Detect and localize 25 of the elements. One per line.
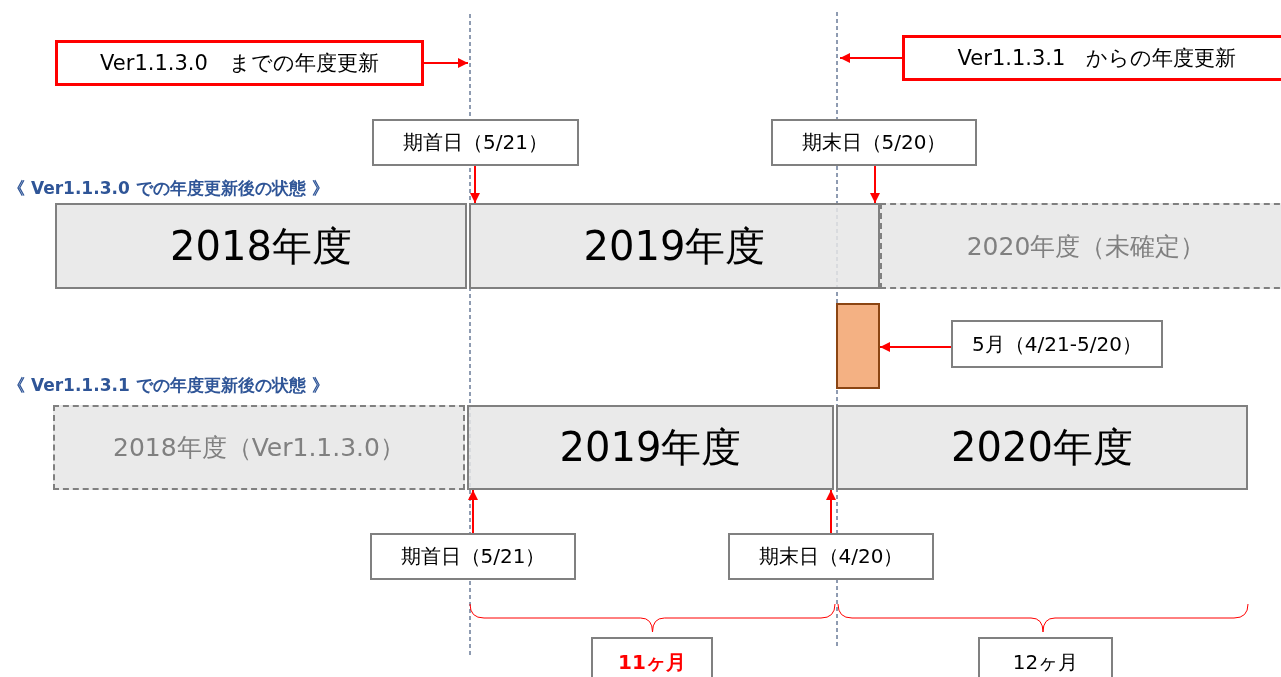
fiscal-year-band: 2018年度（Ver1.1.3.0）: [53, 405, 465, 490]
date-box: 期末日（4/20）: [728, 533, 934, 580]
duration-box: 11ヶ月: [591, 637, 713, 677]
arrow: [839, 53, 903, 63]
date-box: 期末日（5/20）: [771, 119, 977, 166]
month-bar: [836, 303, 880, 389]
callout-box: Ver1.1.3.0 までの年度更新: [55, 40, 424, 86]
section-heading: 《 Ver1.1.3.1 での年度更新後の状態 》: [8, 374, 329, 397]
arrow: [468, 489, 478, 534]
arrow: [870, 165, 880, 204]
arrow: [879, 342, 952, 352]
date-box: 期首日（5/21）: [370, 533, 576, 580]
fiscal-year-band: 2019年度: [469, 203, 880, 289]
arrow: [470, 165, 480, 204]
fiscal-year-band: 2020年度: [836, 405, 1248, 490]
duration-box: 12ヶ月: [978, 637, 1113, 677]
arrow: [423, 58, 469, 68]
fiscal-year-band: 2019年度: [467, 405, 834, 490]
date-box: 期首日（5/21）: [372, 119, 579, 166]
date-box: 5月（4/21-5/20）: [951, 320, 1163, 368]
fiscal-year-band: 2020年度（未確定）: [880, 203, 1281, 289]
fiscal-year-band: 2018年度: [55, 203, 467, 289]
callout-box: Ver1.1.3.1 からの年度更新: [902, 35, 1281, 81]
arrow: [826, 489, 836, 534]
section-heading: 《 Ver1.1.3.0 での年度更新後の状態 》: [8, 177, 329, 200]
